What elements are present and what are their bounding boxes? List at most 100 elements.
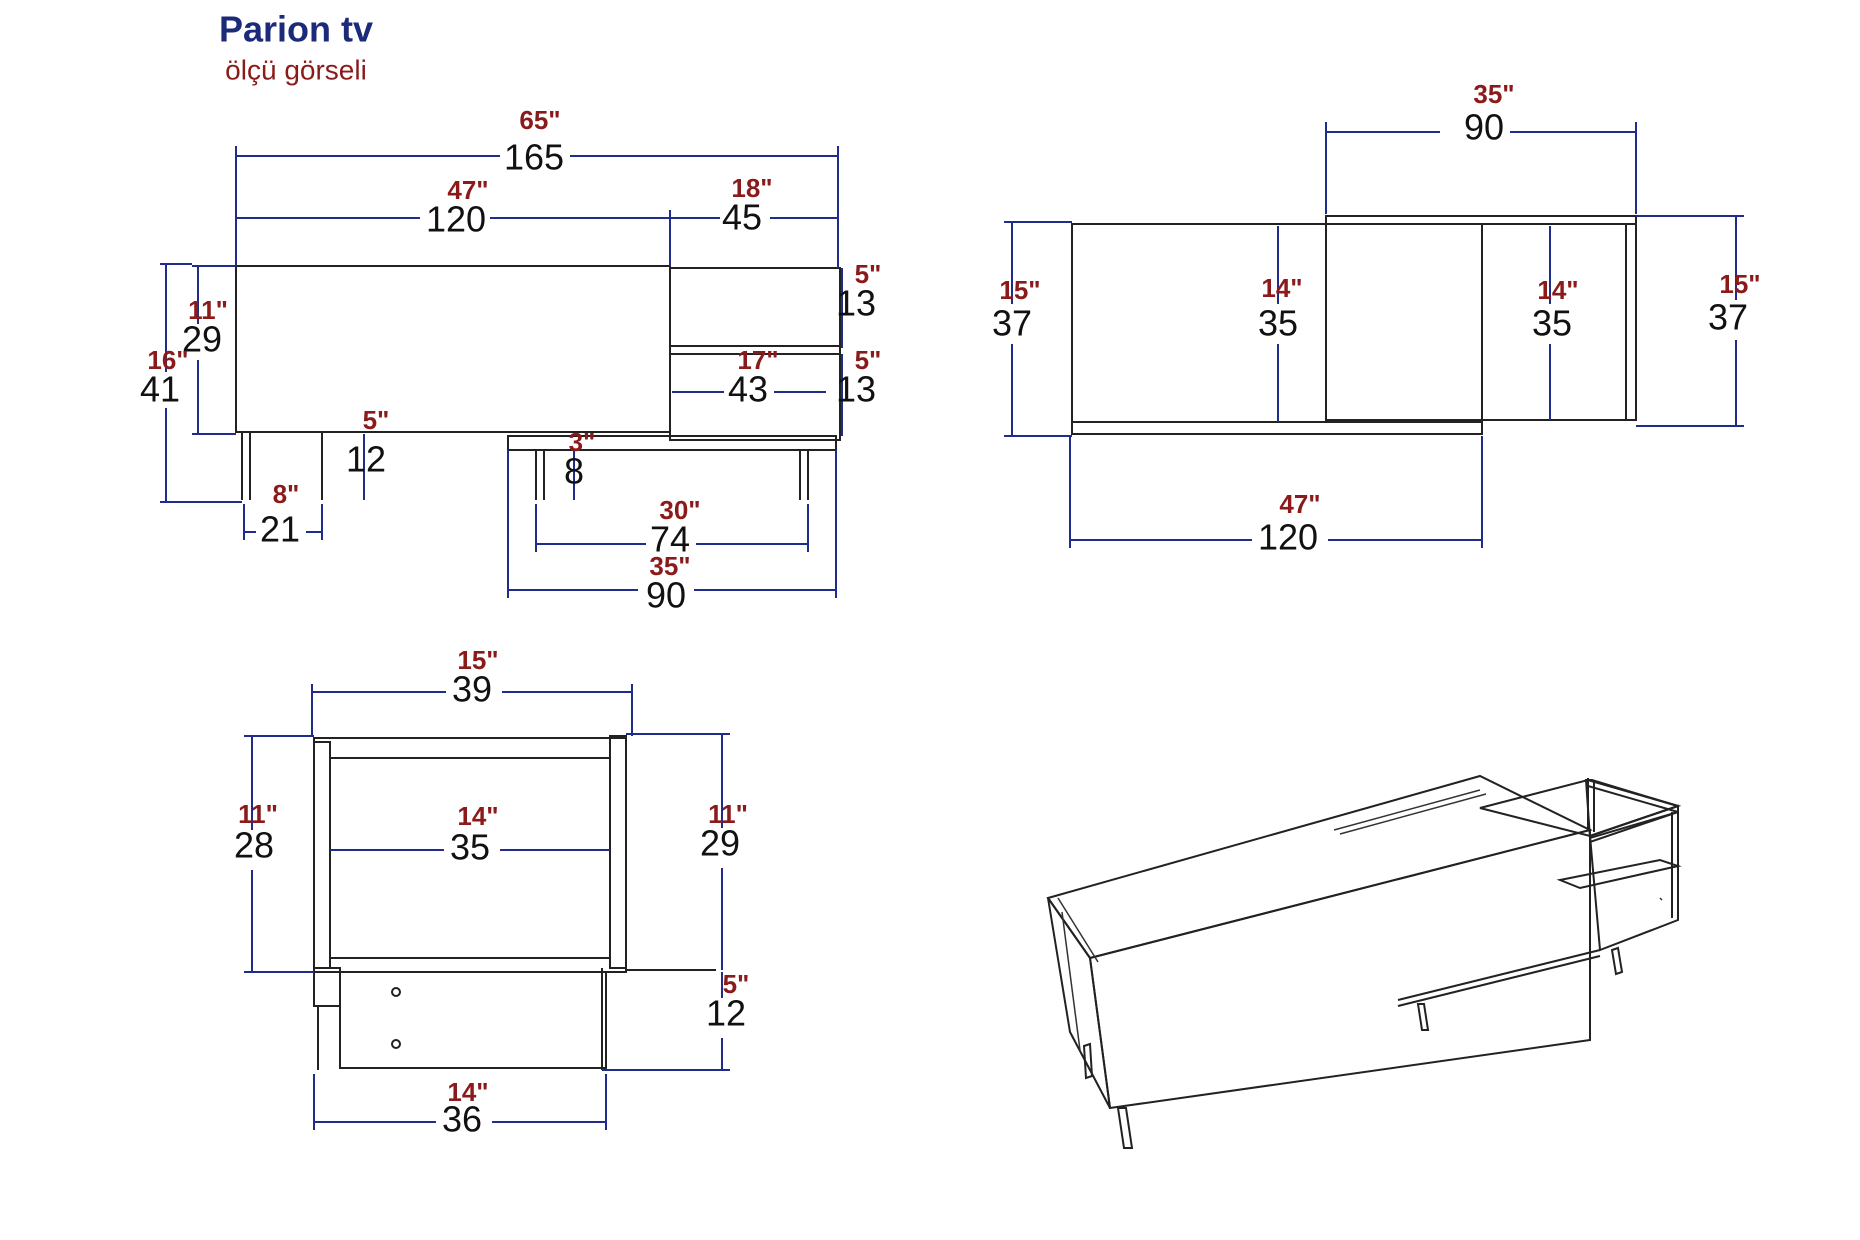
dim-label-cm: 39: [452, 669, 492, 710]
dim-label-bg: [256, 516, 306, 548]
iso-front-face: [1088, 828, 1591, 1110]
dim-label-inch: 5": [855, 259, 882, 289]
iso-cabinet-top: [1479, 778, 1682, 838]
dim-label-bg: [1710, 300, 1760, 340]
dim-label-cm: 29: [700, 823, 740, 864]
dim-label-cm: 120: [426, 199, 486, 240]
side-right-panel: [609, 735, 627, 969]
dim-label-inch: 8": [273, 479, 300, 509]
dim-label-inch: 35": [1473, 79, 1514, 109]
dim-label-inch: 18": [731, 173, 772, 203]
dim-label-bg: [444, 834, 500, 866]
dim-label-inch: 47": [1279, 489, 1320, 519]
dim-label-inch: 11": [238, 799, 278, 829]
dim-label-cm: 165: [504, 137, 564, 178]
dim-label-cm: 13: [836, 369, 876, 410]
dim-label-inch: 14": [447, 1077, 488, 1107]
dim-label-bg: [180, 324, 220, 360]
dim-label-cm: 28: [234, 825, 274, 866]
side-left-panel: [313, 741, 331, 969]
isometric-view: [1046, 774, 1682, 1149]
iso-shelf-dot: [1659, 897, 1663, 901]
dim-label-inch: 5": [723, 969, 750, 999]
dim-label-inch: 15": [457, 645, 498, 675]
side-view: 15" 39 14" 35 11" 28 11" 29 5" 12 14" 36: [232, 645, 749, 1140]
dim-label-inch: 14": [1261, 273, 1302, 303]
dim-label-cm: 21: [260, 509, 300, 550]
dim-label-bg: [446, 676, 502, 708]
dim-label-inch: 47": [447, 175, 488, 205]
drawing-title: Parion tv: [219, 9, 373, 50]
dim-label-bg: [724, 376, 774, 408]
iso-edge: [1339, 793, 1487, 835]
dim-label-inch: 11": [708, 799, 748, 829]
dim-label-cm: 74: [650, 519, 690, 560]
front-view: 65" 165 47" 120 18" 45 5" 13 5" 13 17" 4…: [140, 105, 881, 616]
dim-label-cm: 35: [1258, 303, 1298, 344]
dim-label-bg: [500, 142, 570, 172]
iso-left-end: [1047, 897, 1111, 1109]
iso-base-line: [1397, 949, 1601, 1001]
dim-label-inch: 5": [363, 405, 390, 435]
iso-top-surface: [1046, 774, 1593, 960]
iso-cabinet-side: [1587, 778, 1679, 814]
dim-label-inch: 30": [659, 495, 700, 525]
dim-label-bg: [1254, 304, 1304, 344]
dim-label-inch: 14": [457, 801, 498, 831]
dim-label-inch: 15": [1719, 269, 1760, 299]
iso-leg: [1416, 1003, 1430, 1031]
dim-label-inch: 5": [855, 345, 882, 375]
top-view: 35" 90 15" 37 14" 35 14" 35 15" 37 47" 1…: [990, 79, 1761, 558]
dim-label-cm: 37: [1708, 297, 1748, 338]
dim-label-bg: [990, 304, 1036, 344]
dim-label-bg: [420, 204, 490, 234]
iso-leg: [1116, 1107, 1134, 1149]
front-lower-base: [507, 435, 837, 451]
dim-label-cm: 43: [728, 369, 768, 410]
dim-label-bg: [436, 1106, 492, 1138]
side-foot: [313, 967, 341, 1007]
dim-label-cm: 45: [722, 197, 762, 238]
dim-label-cm: 41: [140, 369, 180, 410]
dim-label-cm: 90: [646, 575, 686, 616]
iso-leg: [1082, 1042, 1094, 1080]
dim-label-cm: 13: [836, 283, 876, 324]
dim-label-inch: 14": [1537, 275, 1578, 305]
dim-label-bg: [232, 830, 274, 870]
dim-label-cm: 35: [450, 827, 490, 868]
dim-label-cm: 37: [992, 303, 1032, 344]
dim-label-cm: 12: [346, 439, 386, 480]
dim-label-inch: 15": [999, 275, 1040, 305]
hinge-hole: [391, 987, 401, 997]
dim-label-bg: [720, 204, 770, 234]
dim-label-bg: [702, 998, 744, 1038]
dim-label-inch: 35": [649, 551, 690, 581]
dim-label-inch: 17": [737, 345, 778, 375]
side-drawer: [339, 971, 607, 1069]
dim-label-cm: 8: [564, 451, 584, 492]
dim-label-cm: 90: [1464, 107, 1504, 148]
dim-label-bg: [140, 372, 184, 408]
iso-edge: [1333, 789, 1481, 831]
dim-label-cm: 120: [1258, 517, 1318, 558]
dim-label-bg: [1526, 304, 1576, 344]
front-main-door: [235, 265, 671, 433]
hinge-hole: [391, 1039, 401, 1049]
dim-label-cm: 35: [1532, 303, 1572, 344]
dim-label-inch: 3": [569, 427, 596, 457]
dim-label-inch: 11": [188, 295, 228, 325]
dim-label-bg: [638, 574, 694, 606]
iso-cabinet-shelf: [1556, 858, 1682, 890]
iso-leg: [1610, 946, 1624, 976]
drawing-subtitle: ölçü görseli: [225, 54, 367, 85]
dim-label-bg: [1440, 116, 1510, 148]
iso-edge: [1057, 897, 1099, 963]
dim-label-inch: 65": [519, 105, 560, 135]
dim-label-cm: 29: [182, 319, 222, 360]
dim-label-bg: [1252, 522, 1328, 556]
dim-label-bg: [702, 828, 744, 868]
dim-label-inch: 16": [147, 345, 188, 375]
dim-label-cm: 36: [442, 1099, 482, 1140]
dim-label-cm: 12: [706, 993, 746, 1034]
